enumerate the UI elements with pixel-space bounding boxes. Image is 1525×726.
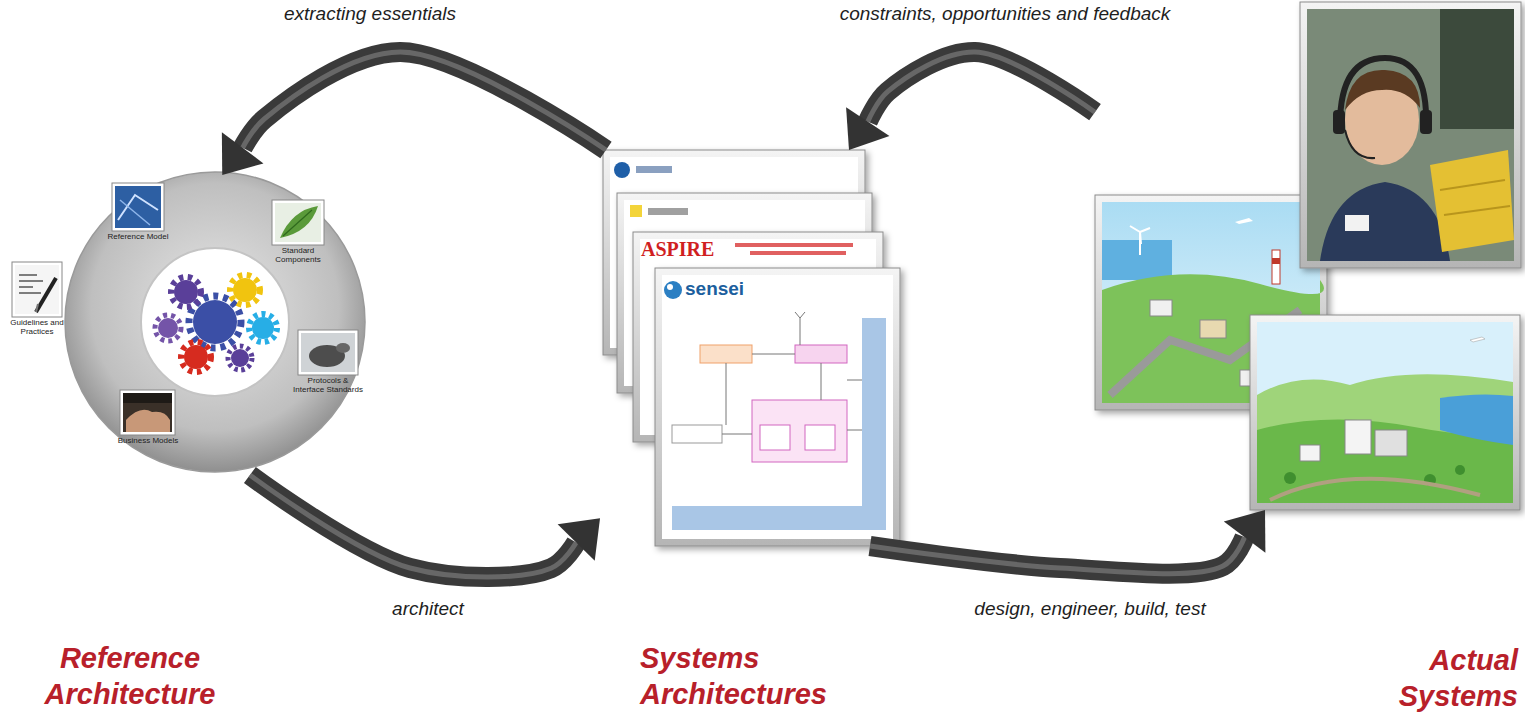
photo-tile (12, 262, 62, 317)
photo-tile (298, 330, 358, 375)
photo-tile (112, 183, 164, 231)
screen-landscape (1250, 315, 1520, 510)
card-title: sensei (685, 278, 744, 300)
arrow-label: extracting essentials (284, 3, 456, 25)
reference-wheel (12, 172, 365, 472)
gear (171, 277, 201, 307)
stage-heading: Systems Architectures (640, 640, 880, 712)
architecture-cards (603, 150, 900, 546)
curved-arrow (868, 52, 1095, 122)
arrow-highlight (870, 537, 1245, 573)
gear (228, 346, 252, 370)
photo-tile (120, 390, 175, 435)
curved-arrow (250, 475, 576, 577)
card-frame (655, 268, 900, 546)
arrow-head (558, 518, 600, 560)
curved-arrow (243, 52, 606, 150)
arrow-label: constraints, opportunities and feedback (840, 3, 1171, 25)
gear (230, 275, 260, 305)
arrow-highlight (250, 475, 576, 577)
arrow-head (846, 107, 889, 150)
component-label: Business Models (113, 437, 183, 446)
photo-tile (272, 200, 324, 245)
component-label: Reference Model (103, 233, 173, 242)
arrow-label: architect (392, 598, 464, 620)
process-arrow (250, 475, 600, 577)
arrow-label: design, engineer, build, test (974, 598, 1205, 620)
curved-arrow (870, 537, 1245, 573)
arrow-highlight (868, 52, 1095, 122)
stage-heading: Actual Systems (1358, 642, 1518, 714)
stage-heading: Reference Architecture (5, 640, 255, 712)
card-title: ASPIRE (641, 238, 714, 261)
architecture-stage: Reference Architecture (5, 175, 400, 475)
process-arrow (870, 510, 1265, 574)
gear (155, 315, 181, 341)
arrow-head (1224, 510, 1266, 553)
arrow-head (222, 132, 264, 175)
architecture-stage: Systems Architectures (600, 150, 900, 546)
architecture-stage: Actual Systems (1095, 0, 1520, 510)
system-screens (1095, 2, 1521, 510)
screen-photo (1300, 2, 1521, 268)
gear (249, 314, 277, 342)
process-arrow (846, 52, 1095, 150)
component-label: Standard Components (267, 247, 329, 265)
process-arrow (222, 52, 606, 175)
gear (181, 342, 211, 372)
arrow-highlight (243, 52, 606, 150)
component-label: Protocols & Interface Standards (293, 377, 363, 395)
component-label: Guidelines and Practices (8, 319, 66, 337)
